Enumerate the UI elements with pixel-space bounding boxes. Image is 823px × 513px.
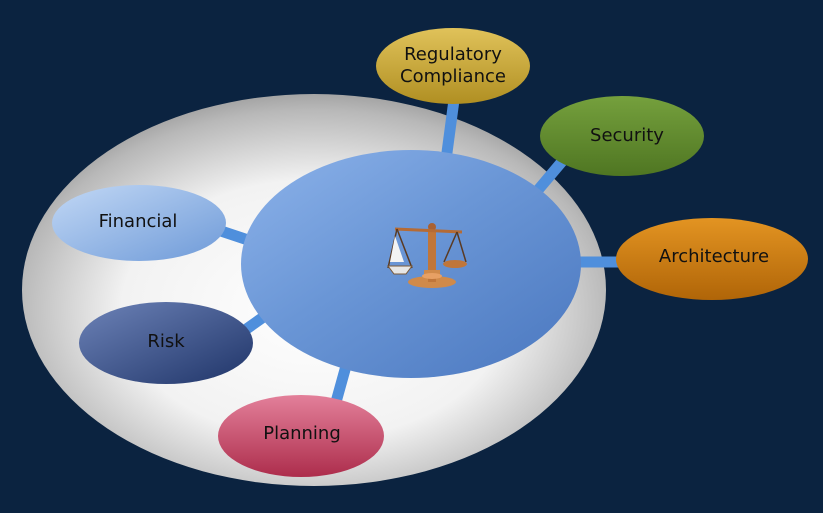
label-risk: Risk [147,331,184,353]
node-risk[interactable] [79,302,253,384]
label-regulatory-compliance-line1: Regulatory [404,44,502,65]
node-planning[interactable] [218,395,384,477]
node-security[interactable] [540,96,704,176]
label-architecture-text: Architecture [658,246,770,267]
label-architecture: Architecture [659,246,769,268]
label-risk-text: Risk [147,331,185,352]
connector-regulatory-compliance [440,99,460,161]
node-financial[interactable] [52,185,226,261]
label-regulatory-compliance: Regulatory Compliance [383,44,523,88]
label-security-text: Security [590,125,664,146]
balance-scale-icon [387,223,467,288]
label-planning: Planning [263,423,341,445]
connector-security [533,154,570,194]
connector-planning [330,364,352,404]
label-financial-text: Financial [98,211,178,232]
label-regulatory-compliance-line2: Compliance [400,66,506,87]
label-financial: Financial [99,211,178,233]
label-security: Security [590,125,664,147]
node-architecture[interactable] [616,218,808,300]
node-regulatory-compliance[interactable] [376,28,530,104]
label-planning-text: Planning [263,423,341,444]
